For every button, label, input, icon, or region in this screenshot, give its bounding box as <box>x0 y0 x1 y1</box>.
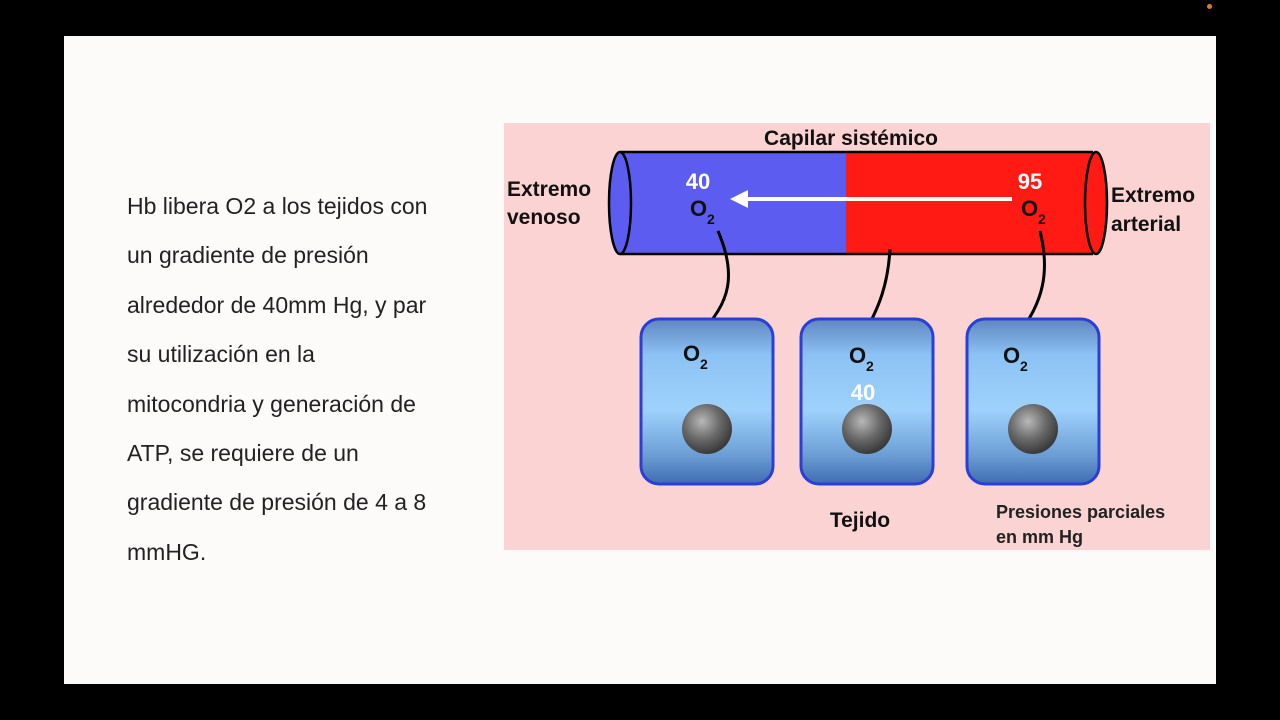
tissue-cell: O 2 <box>639 317 775 486</box>
cell-o2-subscript: 2 <box>700 356 708 372</box>
tissue-pressure-value: 40 <box>851 380 875 405</box>
venous-end-label-2: venoso <box>507 206 581 229</box>
legend-line-2: en mm Hg <box>996 527 1083 547</box>
arterial-end-label-2: arterial <box>1111 213 1181 236</box>
cell-o2-subscript: 2 <box>866 358 874 374</box>
cell-nucleus <box>1008 404 1058 454</box>
venous-o2-subscript: 2 <box>707 211 715 227</box>
capillary-diagram: Capilar sistémico Extremo venoso Extremo… <box>504 123 1210 550</box>
body-line: ATP, se requiere de un <box>127 440 359 467</box>
body-line: alrededor de 40mm Hg, y par <box>127 291 427 318</box>
cell-o2-label: O <box>683 341 700 366</box>
capillary-tube <box>607 150 1109 256</box>
arterial-o2-subscript: 2 <box>1038 211 1046 227</box>
blood-flow-arrow <box>730 190 1012 208</box>
arterial-pressure-value: 95 <box>1018 169 1042 194</box>
slide-body-text: Hb libera O2 a los tejidos con un gradie… <box>127 182 479 577</box>
arterial-end-label-1: Extremo <box>1111 184 1195 207</box>
venous-pressure-value: 40 <box>686 169 710 194</box>
legend-line-1: Presiones parciales <box>996 502 1165 522</box>
arterial-end-cap <box>1083 150 1109 256</box>
body-line: mmHG. <box>127 538 207 565</box>
tissue-cell: O 2 <box>965 317 1101 486</box>
recording-indicator-icon <box>1207 4 1212 9</box>
cell-o2-label: O <box>1003 343 1020 368</box>
cell-o2-subscript: 2 <box>1020 358 1028 374</box>
tissue-label: Tejido <box>830 509 890 532</box>
venous-o2-label: O <box>690 196 707 221</box>
venous-end-cap <box>607 150 633 256</box>
venous-segment <box>620 152 846 254</box>
body-line: un gradiente de presión <box>127 242 369 269</box>
arterial-segment <box>846 152 1093 254</box>
body-line: mitocondria y generación de <box>127 390 416 417</box>
cell-nucleus <box>842 404 892 454</box>
body-line: Hb libera O2 a los tejidos con <box>127 193 428 219</box>
capillary-diagram-svg: Capilar sistémico Extremo venoso Extremo… <box>507 127 1195 547</box>
body-line: gradiente de presión de 4 a 8 <box>127 489 427 516</box>
cell-nucleus <box>682 404 732 454</box>
arterial-o2-label: O <box>1021 196 1038 221</box>
body-line: su utilización en la <box>127 341 315 368</box>
cell-o2-label: O <box>849 343 866 368</box>
venous-end-label-1: Extremo <box>507 178 591 201</box>
tissue-cell: O 2 40 <box>799 317 935 486</box>
diagram-title: Capilar sistémico <box>764 127 938 150</box>
